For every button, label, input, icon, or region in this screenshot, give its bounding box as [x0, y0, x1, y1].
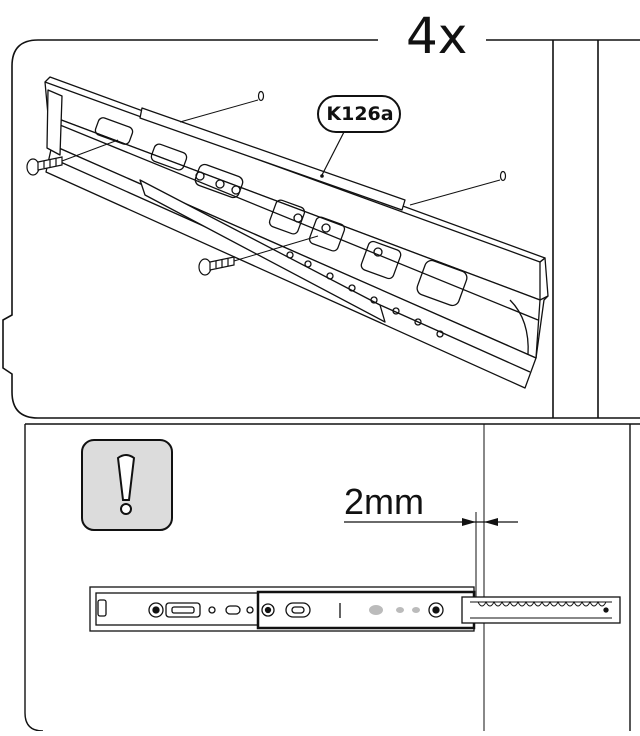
screw-right: [198, 256, 235, 276]
dimension-arrow-left: [462, 518, 476, 526]
marker-leader-1: [179, 99, 259, 123]
part-code-leader: [321, 131, 345, 176]
marker-dot-1: [257, 90, 265, 102]
dimension-arrow-right: [484, 518, 498, 526]
bottom-panel-frame: [24, 424, 44, 732]
marker-leader-2: [409, 179, 501, 206]
screw-left: [26, 156, 63, 176]
runner-perspective: [44, 76, 549, 389]
exclamation-warning-icon: [116, 454, 136, 515]
marker-dot-2: [499, 170, 507, 182]
screw-leader-left: [61, 139, 119, 162]
part-code-label: K126a: [326, 103, 394, 125]
runner-highlight-marks: [369, 605, 420, 615]
part-code-bubble: [317, 95, 401, 133]
quantity-label: 4x: [398, 6, 476, 66]
screw-leader-right: [233, 235, 319, 262]
gap-dimension-label: 2mm: [344, 481, 424, 522]
top-panel-frame: [2, 39, 640, 419]
runner-side-view: [89, 586, 621, 632]
part-code-target: [320, 174, 324, 178]
